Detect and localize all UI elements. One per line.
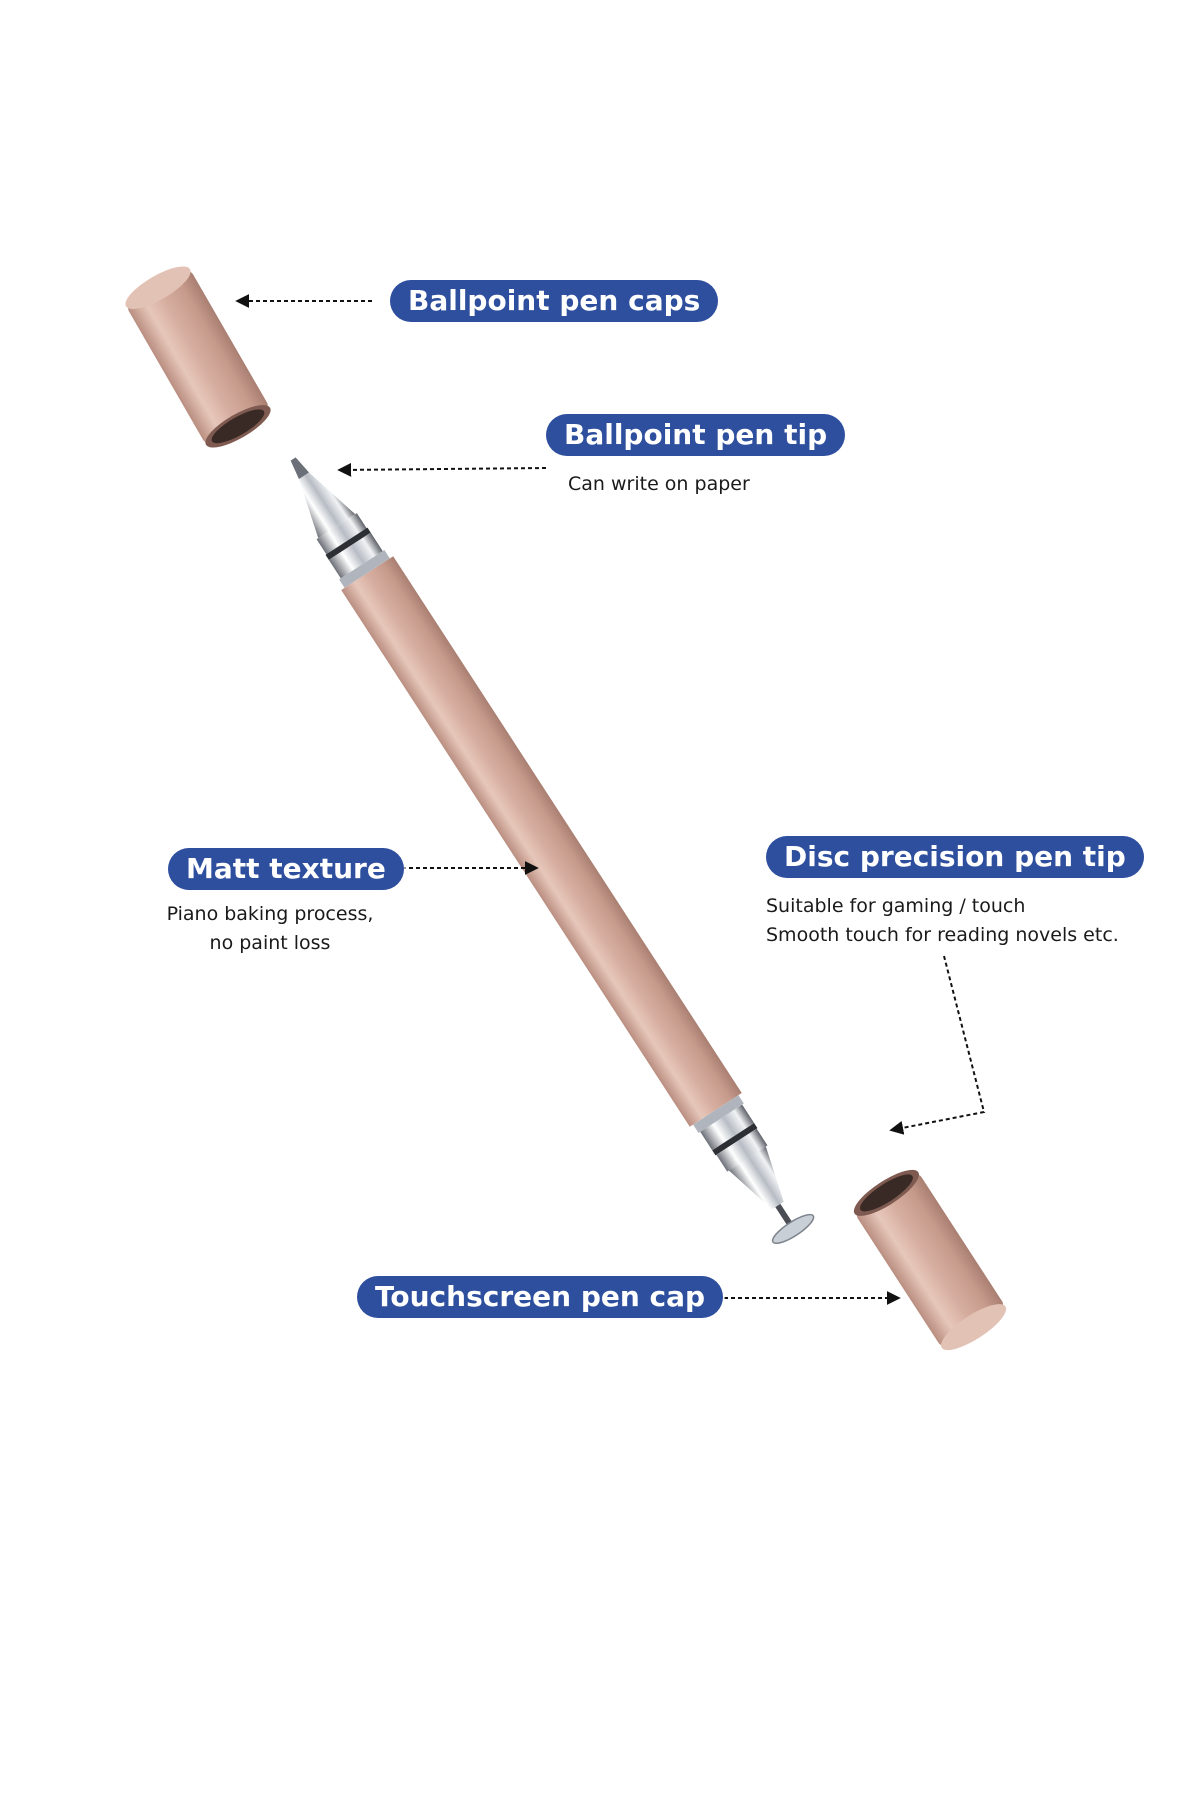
desc-line: Piano baking process, (166, 903, 374, 925)
desc-line: Can write on paper (568, 473, 750, 495)
label-ballpoint-pen-caps: Ballpoint pen caps (390, 280, 719, 322)
desc-ballpoint-pen-tip: Can write on paper (568, 470, 750, 499)
desc-disc-precision-pen-tip: Suitable for gaming / touch Smooth touch… (766, 892, 1119, 950)
pen-body (290, 457, 815, 1245)
label-matt-texture: Matt texture (168, 848, 404, 890)
ballpoint-pen-cap (125, 266, 271, 448)
arrow-tip (337, 462, 547, 477)
desc-line: Suitable for gaming / touch (766, 895, 1026, 917)
desc-line: Smooth touch for reading novels etc. (766, 924, 1119, 946)
touchscreen-pen-cap (853, 1169, 1007, 1351)
label-ballpoint-pen-tip: Ballpoint pen tip (546, 414, 846, 456)
desc-matt-texture: Piano baking process, no paint loss (150, 900, 390, 958)
label-disc-precision-pen-tip: Disc precision pen tip (766, 836, 1144, 878)
arrow-disc (889, 955, 986, 1135)
label-touchscreen-pen-cap: Touchscreen pen cap (357, 1276, 724, 1318)
desc-line: no paint loss (209, 932, 331, 954)
